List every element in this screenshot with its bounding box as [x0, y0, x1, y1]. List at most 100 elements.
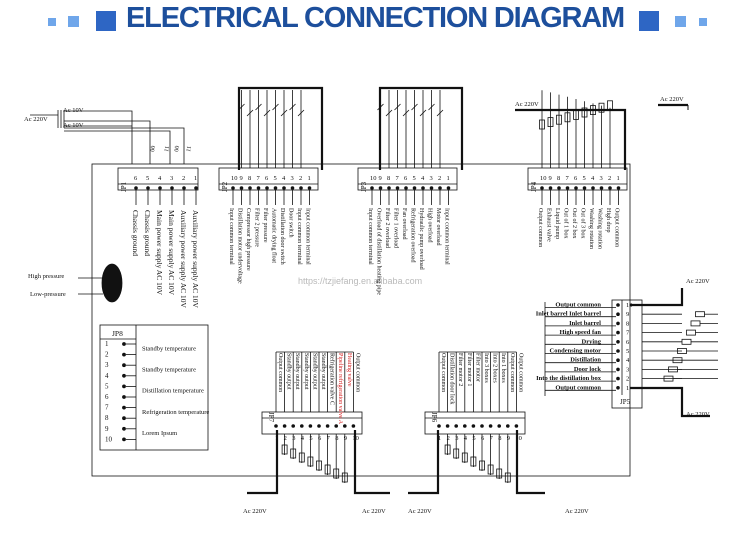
jp1-pin-number: 1	[194, 175, 197, 182]
jp4-name: JP4	[530, 181, 538, 192]
jp3-pin-dot	[404, 186, 408, 190]
jp4-relay	[556, 114, 562, 125]
jp2-pin-number: 5	[274, 175, 277, 182]
jp5-pin-number: 3	[626, 366, 629, 373]
jp5-pin-number: 6	[626, 339, 630, 346]
jp6-pin-number: 10	[515, 435, 522, 442]
decor-square-2	[68, 16, 79, 27]
jp3-pin-dot	[395, 186, 400, 190]
jp5-pin-dot	[616, 340, 620, 344]
pressure-sensor-icon	[101, 263, 123, 303]
jp2-pin-label: Automatic drying float	[271, 208, 278, 263]
jp1-pin-number: 3	[170, 175, 173, 182]
jp5-pin-number: 9	[626, 311, 629, 318]
jp3-pin-dot	[446, 186, 451, 190]
jp6-pin-label: Into 3 boxes	[483, 353, 489, 383]
jp3-pin-label: Motor overload	[435, 208, 441, 246]
jp1-pin-label: Chassis ground	[143, 210, 152, 256]
jp6-pin-label: Into 1 boxes	[500, 353, 506, 383]
jp5-pin-dot	[616, 330, 620, 335]
jp5-pin-label: Output common	[555, 384, 601, 391]
jp5-pin-dot	[616, 349, 620, 353]
jp5-relay	[677, 348, 687, 354]
jp8-pin-number: 10	[105, 435, 113, 443]
jp5-pin-number: 7	[626, 330, 630, 337]
jp7-pin-label: Output common	[277, 353, 283, 392]
jp1-pin-label: Main power supply AC 10V	[155, 210, 164, 296]
jp7-pin-number: 1	[275, 435, 278, 442]
jp6-pin-dot	[463, 424, 467, 428]
jp6-pin-label: Output common	[509, 353, 515, 392]
jp7-pin-label: Heating valve	[346, 353, 352, 387]
jp1-wire-tag: 11	[164, 146, 171, 153]
jp8-pin-number: 9	[105, 425, 109, 433]
jp1-pin-dot	[158, 186, 162, 190]
jp3-pin-number: 9	[379, 175, 382, 182]
jp2-pin-label: Filter pressure	[262, 208, 268, 243]
jp7-pin-number: 10	[352, 435, 359, 442]
jp6-pin-label: Filter motor 2	[457, 353, 463, 386]
jp6-pin-dot	[437, 424, 441, 428]
jp3-pin-dot	[412, 186, 417, 190]
jp7-pin-number: 5	[309, 435, 312, 442]
decor-square-5	[675, 16, 686, 27]
jp5-pin-dot	[616, 376, 620, 381]
jp3-pin-dot	[429, 186, 434, 190]
jp2-pin-label: Door switch	[288, 208, 294, 238]
jp2-pin-label: Input common terminal	[296, 208, 302, 265]
jp1-name: JP1	[120, 181, 128, 192]
jp7-pin-label: Standby output	[311, 353, 317, 390]
jp4-pin-number: 6	[574, 175, 578, 182]
jp4-pin-dot	[616, 186, 621, 190]
decor-square-1	[48, 18, 56, 26]
jp3-pin-dot	[378, 186, 383, 190]
page-title: ELECTRICAL CONNECTION DIAGRAM	[126, 2, 625, 34]
jp8-pin-dot	[122, 373, 126, 378]
jp4-pin-number: 8	[557, 175, 560, 182]
jp7-relay	[290, 448, 297, 459]
jp3-pin-label: Filter 1 overload	[393, 208, 399, 248]
jp3-pin-number: 6	[404, 175, 408, 182]
jp4-relay	[539, 119, 545, 130]
jp4-pin-number: 3	[600, 175, 603, 182]
jp6-pin-dot	[454, 424, 459, 428]
jp1-pin-label: Main power supply AC 10V	[167, 210, 176, 296]
jp4-pin-number: 5	[583, 175, 586, 182]
jp3-pin-number: 7	[396, 175, 400, 182]
jp6-power-bus	[408, 430, 440, 495]
jp6-pin-number: 6	[481, 435, 485, 442]
jp5-relay	[668, 366, 678, 373]
jp5-pin-label: High speed fan	[559, 329, 601, 336]
jp2-pin-dot	[290, 186, 295, 190]
jp7-pin-number: 9	[344, 435, 347, 442]
jp4-pin-label: Out of 1 box	[563, 208, 570, 239]
jp7-relay	[324, 464, 331, 475]
jp6-pin-dot	[471, 424, 476, 428]
jp6-pin-number: 2	[447, 435, 450, 442]
jp6-relay	[461, 452, 468, 463]
jp5-relay	[690, 320, 701, 327]
jp4-pin-dot	[599, 186, 604, 190]
jp2-input-bus	[237, 86, 324, 170]
jp5-pin-label: Output common	[555, 302, 601, 309]
watermark-text: https://tzjiefang.en.alibaba.com	[298, 276, 422, 286]
jp4-pin-dot	[540, 186, 544, 190]
jp4-pin-label: High drop	[605, 208, 611, 233]
jp8-name: JP8	[112, 329, 123, 338]
jp1-pin-number: 2	[182, 175, 185, 182]
jp8-pin-dot	[122, 352, 126, 357]
jp6-relay	[487, 464, 494, 475]
jp2-pin-number: 8	[248, 175, 251, 182]
jp6-pin-dot	[506, 424, 510, 428]
jp8-pin-number: 6	[105, 393, 109, 401]
jp6-pin-dot	[480, 424, 484, 428]
jp4-relay	[590, 105, 596, 115]
jp5-pin-label: Door lock	[574, 366, 602, 373]
jp4-pin-number: 2	[608, 175, 611, 182]
jp1-pin-dot	[194, 186, 198, 190]
jp4-relay	[581, 107, 588, 118]
